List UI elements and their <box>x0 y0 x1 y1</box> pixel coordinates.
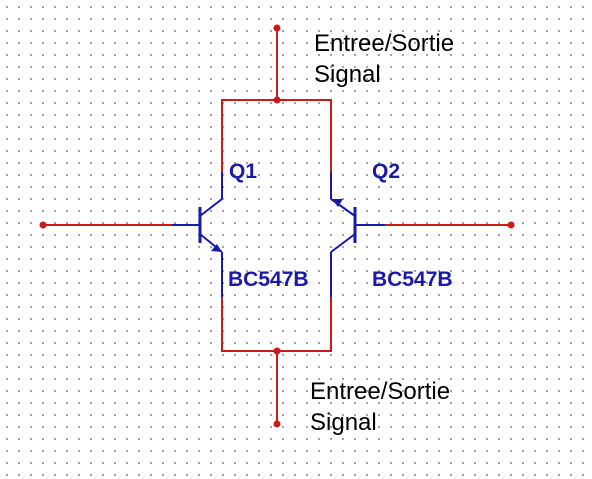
terminal-top <box>273 24 281 32</box>
junction-bottom <box>273 347 281 355</box>
net-label-bottom: Entree/Sortie Signal <box>310 376 450 438</box>
q2-ref-label: Q2 <box>372 160 401 183</box>
net-label-top-line1: Entree/Sortie <box>314 30 455 57</box>
net-label-top: Entree/Sortie Signal <box>314 28 454 90</box>
q2-emitter-arrow-icon <box>332 199 343 207</box>
q1-emitter-arrow-icon <box>211 244 222 252</box>
q1-ref-label: Q1 <box>229 160 258 183</box>
wire-bottom-net <box>221 297 332 352</box>
q2-part-label: BC547B <box>372 268 453 291</box>
terminal-right <box>507 221 515 229</box>
net-label-bottom-line1: Entree/Sortie <box>310 378 451 405</box>
net-label-top-line2: Signal <box>314 61 381 88</box>
junction-top <box>273 96 281 104</box>
transistor-q2 <box>330 172 385 297</box>
q1-collector <box>199 198 223 217</box>
nodes <box>39 24 515 428</box>
transistor-q1 <box>172 172 223 297</box>
terminal-bottom <box>273 420 281 428</box>
q1-part-label: BC547B <box>228 268 309 291</box>
net-label-bottom-line2: Signal <box>310 409 377 436</box>
q2-collector <box>330 233 356 253</box>
terminal-left <box>39 221 47 229</box>
